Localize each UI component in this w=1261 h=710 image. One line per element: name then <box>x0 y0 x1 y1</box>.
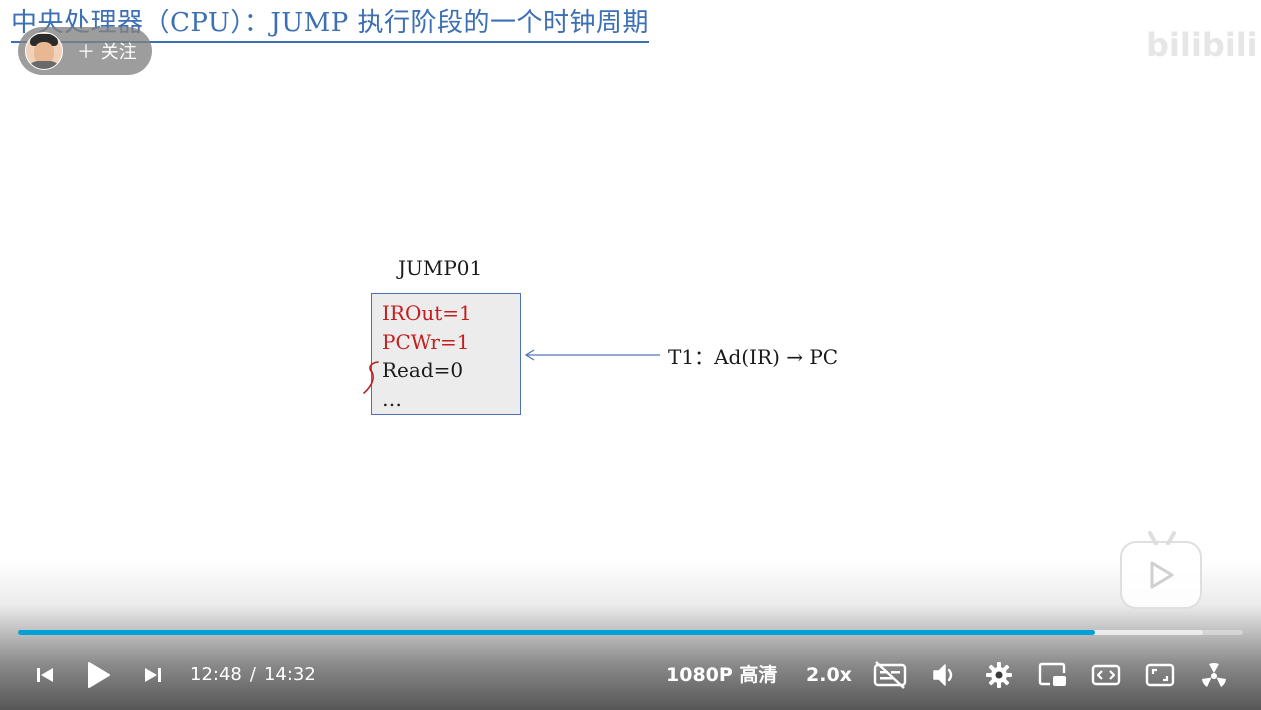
state-line-pcwr: PCWr=1 <box>382 329 470 354</box>
controls-gradient <box>0 560 1261 710</box>
state-line-read: Read=0 <box>382 358 464 382</box>
lights-off-icon <box>1202 663 1226 687</box>
center-play-icon <box>1150 561 1174 589</box>
center-play-button[interactable] <box>1120 531 1202 609</box>
quality-selector[interactable]: 1080P 高清 <box>666 664 778 686</box>
state-line-ellipsis: … <box>382 386 402 411</box>
follow-label: ＋ 关注 <box>77 42 137 63</box>
play-icon <box>88 662 110 688</box>
skip-previous-icon <box>37 668 53 682</box>
volume-icon <box>933 664 953 686</box>
previous-button[interactable] <box>30 650 60 700</box>
uploader-avatar[interactable] <box>25 32 63 70</box>
settings-button[interactable] <box>983 650 1015 700</box>
picture-in-picture-icon <box>1038 662 1066 686</box>
state-box: IROut=1 PCWr=1 Read=0 … <box>371 293 521 415</box>
widescreen-button[interactable] <box>1090 650 1122 700</box>
speed-selector[interactable]: 2.0x <box>806 664 852 686</box>
subtitle-off-icon <box>873 661 907 689</box>
lights-off-button[interactable] <box>1198 650 1230 700</box>
next-button[interactable] <box>138 650 168 700</box>
state-name: JUMP01 <box>398 256 483 280</box>
pip-button[interactable] <box>1037 650 1069 700</box>
control-bar: 12:48 / 14:32 1080P 高清 2.0x <box>0 650 1261 700</box>
gear-icon <box>986 662 1012 688</box>
total-time: 14:32 <box>263 664 316 685</box>
tv-ears-icon <box>1148 531 1176 545</box>
volume-button[interactable] <box>929 650 961 700</box>
bilibili-logo: bilibili <box>1146 26 1258 64</box>
time-separator: / <box>249 664 256 685</box>
transfer-label: T1：Ad(IR) → PC <box>668 345 839 369</box>
skip-next-icon <box>145 668 161 682</box>
time-display: 12:48 / 14:32 <box>190 650 316 700</box>
play-button[interactable] <box>82 650 114 700</box>
widescreen-icon <box>1091 664 1121 686</box>
subtitle-button[interactable] <box>872 650 908 700</box>
fullscreen-button[interactable] <box>1144 650 1176 700</box>
progress-played <box>18 630 1096 635</box>
progress-bar[interactable] <box>18 630 1243 635</box>
transfer-arrow-head <box>524 349 535 361</box>
state-line-irout: IROut=1 <box>382 301 472 325</box>
fullscreen-icon <box>1145 663 1175 687</box>
follow-uploader-button[interactable]: ＋ 关注 <box>18 27 152 75</box>
current-time: 12:48 <box>190 664 242 685</box>
